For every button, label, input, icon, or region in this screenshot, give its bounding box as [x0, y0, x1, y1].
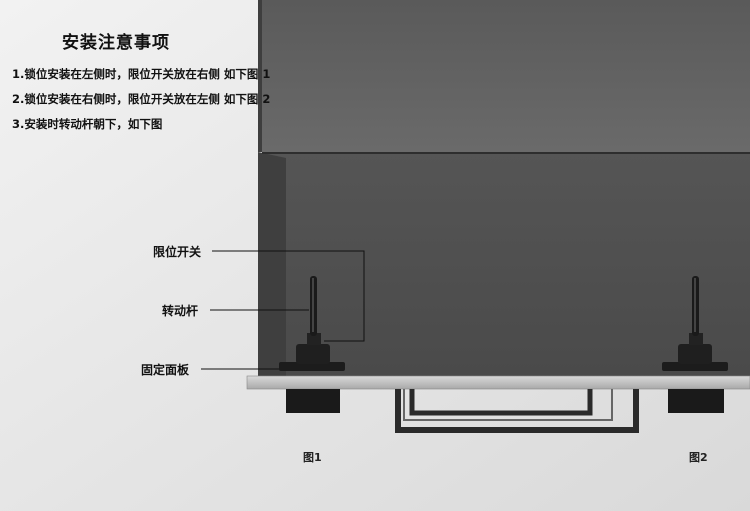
lever-left-highlight [312, 278, 314, 332]
bracket-inner [409, 389, 593, 416]
lock-body-right [668, 389, 724, 413]
bracket [395, 389, 639, 433]
mounting-panel [246, 375, 750, 390]
label-limit-switch: 限位开关 [153, 245, 202, 259]
switch-block-left [296, 344, 330, 364]
switch-base-right [662, 362, 728, 371]
lock-body-left [286, 389, 340, 413]
switch-base-left [279, 362, 345, 371]
switch-block-right [678, 344, 712, 364]
bracket-mid [403, 389, 613, 421]
cabinet-top [258, 0, 750, 152]
switch-collar-left [307, 333, 321, 345]
switch-collar-right [689, 333, 703, 345]
lever-right-highlight [694, 278, 696, 332]
note-3: 3.安装时转动杆朝下，如下图 [12, 117, 163, 131]
cabinet-left-wall [258, 152, 286, 378]
caption-figure-2: 图2 [689, 451, 708, 464]
caption-figure-1: 图1 [303, 451, 322, 464]
label-lever: 转动杆 [162, 304, 199, 318]
note-2: 2.锁位安装在右侧时，限位开关放在左侧 如下图 2 [12, 92, 271, 106]
cabinet-top-edge [258, 0, 262, 152]
page-title: 安装注意事项 [62, 33, 170, 53]
label-panel: 固定面板 [141, 363, 190, 377]
note-1: 1.锁位安装在左侧时，限位开关放在右侧 如下图 1 [12, 67, 271, 81]
callout-limit-switch [212, 250, 365, 342]
cabinet-inner [262, 152, 750, 378]
